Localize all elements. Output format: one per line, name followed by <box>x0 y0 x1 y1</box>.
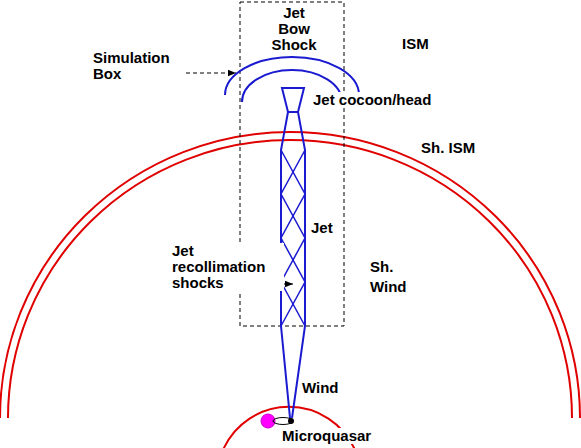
jet-head <box>282 88 304 112</box>
region-label: ISM <box>402 36 429 52</box>
orbit <box>273 418 293 425</box>
region-label: Jet Bow Shock <box>268 5 320 53</box>
recollimation-shocks <box>281 150 305 326</box>
region-label: Microquasar <box>282 428 371 444</box>
compact-object <box>288 418 294 424</box>
region-label: Jet recollimation shocks <box>172 243 284 291</box>
region-label: Wind <box>302 380 339 396</box>
region-label: Simulation Box <box>93 50 183 82</box>
region-label: Jet <box>311 220 333 236</box>
jet-edge <box>292 112 305 418</box>
region-label: Jet cocoon/head <box>313 92 431 108</box>
recollimation-shocks <box>281 150 305 326</box>
outer-shell <box>0 132 580 418</box>
inner-shell <box>8 140 572 418</box>
region-label: Sh. ISM <box>421 140 475 156</box>
region-label: Sh. Wind <box>370 257 414 297</box>
